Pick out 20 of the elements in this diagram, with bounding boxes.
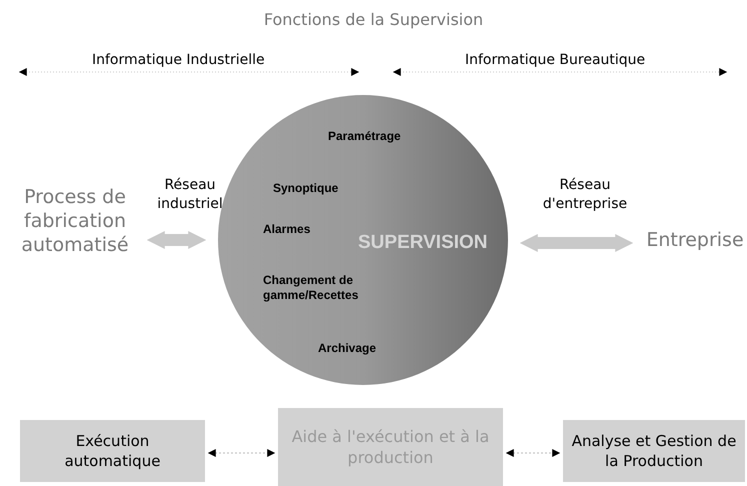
double-arrow [146, 231, 206, 249]
title: Fonctions de la Supervision [262, 9, 484, 31]
arrow [208, 449, 276, 457]
function-label: Synoptique [273, 180, 340, 197]
node-text: Entreprise [645, 228, 745, 258]
edge-label: Réseau d'entreprise [542, 176, 628, 214]
function-label: Changement de gamme/Recettes [263, 273, 360, 303]
span-label: Informatique Bureautique [465, 51, 646, 70]
function-label: Archivage [318, 340, 378, 357]
circle-title: SUPERVISION [358, 231, 489, 255]
function-label: Paramétrage [328, 128, 402, 145]
double-arrow [520, 234, 634, 252]
arrow [506, 449, 560, 457]
process-box: Analyse et Gestion de la Production [563, 420, 745, 482]
edge-label: Réseau industriel [156, 176, 224, 214]
function-label: Alarmes [263, 221, 312, 238]
node-text: Process de fabrication automatisé [15, 185, 135, 285]
span-label: Informatique Industrielle [92, 51, 265, 70]
process-box: Exécution automatique [20, 420, 205, 482]
process-box: Aide à l'exécution et à la production [278, 408, 503, 486]
